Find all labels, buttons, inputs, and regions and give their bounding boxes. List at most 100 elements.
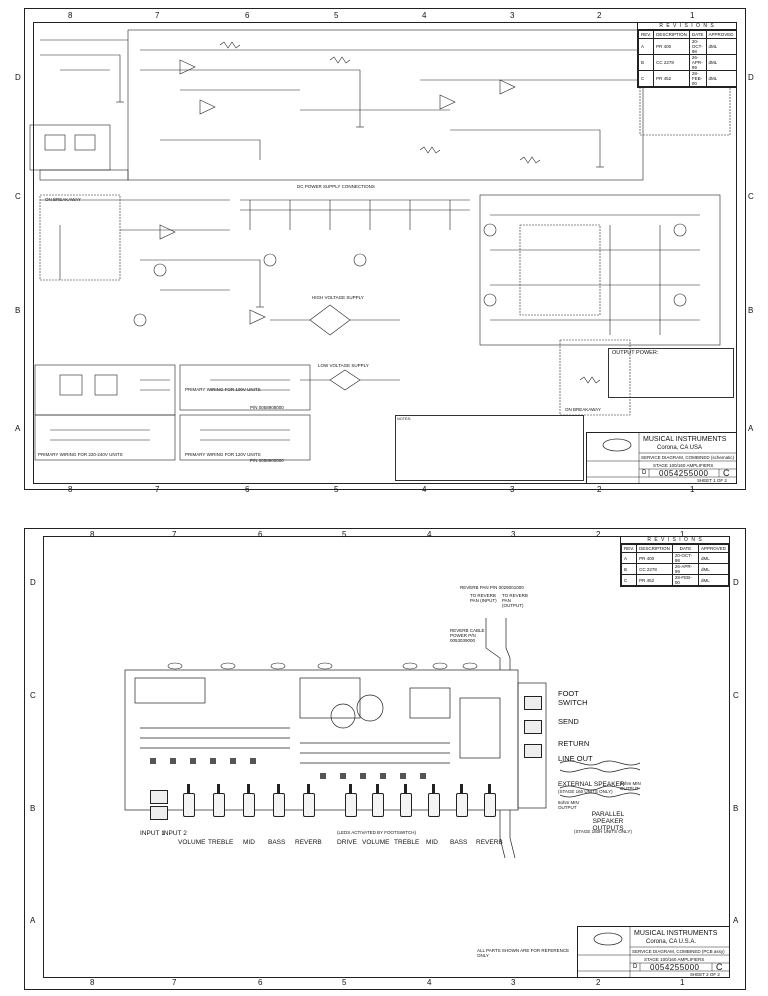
zone-letter: B — [733, 804, 739, 813]
rev-cell: PR 400 — [636, 552, 673, 564]
send-jack — [524, 720, 542, 734]
bass-pot — [456, 784, 468, 817]
rev-cell: 26-APR-99 — [688, 54, 707, 71]
zone-number: 4 — [422, 11, 427, 20]
product-name: STAGE 100/160 AMPLIFIERS — [653, 463, 714, 468]
notes-label: NOTES: — [397, 417, 412, 421]
rev-cell: dML — [705, 54, 737, 71]
zone-number: 2 — [596, 530, 601, 539]
zone-number: 5 — [334, 11, 339, 20]
zone-number: 6 — [245, 485, 250, 494]
part-number-label: P/N 0058908000 — [250, 405, 284, 410]
volume-pot — [372, 784, 384, 817]
diagram-description: SERVICE DIAGRAM, COMBINED (PCB assy) — [632, 949, 725, 954]
zone-letter: A — [15, 424, 21, 433]
zone-number: 2 — [597, 11, 602, 20]
primary-wiring-label: PRIMARY WIRING FOR 100V UNITS — [185, 387, 261, 392]
input-jack — [150, 790, 168, 804]
title-block-grid — [578, 927, 729, 977]
reverb-input-label: TO REVERB PAN (INPUT) — [470, 593, 497, 603]
schematic-sheet: 8 7 6 5 4 3 2 1 8 7 6 5 4 3 2 1 D C B A … — [15, 8, 754, 494]
notes-box: NOTES: — [395, 415, 584, 481]
output-power-label: OUTPUT POWER: — [612, 350, 659, 356]
mid-pot — [428, 784, 440, 817]
rev-header: DESCRIPTION — [653, 30, 690, 39]
diagram-description: SERVICE DIAGRAM, COMBINED (schematic) — [641, 455, 735, 460]
rev-cell: CC 2278 — [636, 563, 673, 575]
revisions-title: R E V I S I O N S — [621, 537, 729, 544]
zone-number: 1 — [690, 485, 695, 494]
company-name: MUSICAL INSTRUMENTS — [643, 436, 727, 443]
control-label: TREBLE — [208, 839, 234, 846]
drawing-rev: C — [716, 962, 723, 972]
zone-letter: C — [30, 691, 36, 700]
zone-number: 1 — [690, 11, 695, 20]
zone-number: 3 — [510, 485, 515, 494]
zone-number: 6 — [258, 978, 263, 987]
rev-cell: dML — [705, 70, 737, 87]
low-voltage-label: LOW VOLTAGE SUPPLY — [318, 363, 369, 368]
product-name: STAGE 100/160 AMPLIFIERS — [644, 957, 705, 962]
zone-number: 7 — [155, 11, 160, 20]
rev-cell: B — [637, 54, 655, 71]
zone-number: 3 — [511, 530, 516, 539]
zone-number: 7 — [155, 485, 160, 494]
zone-number: 1 — [680, 978, 685, 987]
zone-number: 4 — [422, 485, 427, 494]
drawing-size: D — [633, 964, 638, 970]
reverb-cable-label: REVERB CABLE POWER P/N 0053039000 — [450, 628, 485, 643]
zone-number: 3 — [511, 978, 516, 987]
sheet-number: SHEET 2 OF 2 — [690, 972, 720, 977]
rev-cell: 28-FEB-00 — [671, 574, 699, 586]
control-label: VOLUME — [362, 839, 390, 846]
control-label: MID — [426, 839, 438, 846]
primary-wiring-label: PRIMARY WIRING FOR 220-240V UNITS — [38, 452, 123, 457]
sheet-number: SHEET 1 OF 2 — [697, 478, 727, 483]
rev-cell: PR 452 — [636, 574, 673, 586]
part-number-label: P/N 0058900000 — [250, 458, 284, 463]
title-block: MUSICAL INSTRUMENTS Corona, CA U.S.A. SE… — [577, 926, 730, 978]
return-jack — [524, 744, 542, 758]
foot-switch-label: FOOT SWITCH — [558, 689, 588, 707]
input-jack — [150, 806, 168, 820]
line-out-label: LINE OUT — [558, 754, 593, 763]
rev-cell: C — [637, 70, 655, 87]
rev-cell: 28-FEB-00 — [688, 70, 707, 87]
control-label: TREBLE — [394, 839, 420, 846]
zone-number: 5 — [342, 978, 347, 987]
control-label: REVERB — [476, 839, 503, 846]
treble-pot — [213, 784, 225, 817]
control-label: BASS — [450, 839, 468, 846]
rev-cell: 20-OCT-98 — [688, 38, 707, 55]
table-row: C PR 452 28-FEB-00 dML — [620, 574, 730, 586]
rev-cell: B — [620, 563, 638, 575]
zone-number: 1 — [680, 530, 685, 539]
zone-number: 5 — [334, 485, 339, 494]
zone-letter: B — [30, 804, 36, 813]
parallel-note: (STAGE 160H UNITS ONLY) — [574, 829, 632, 834]
return-label: RETURN — [558, 739, 590, 748]
rev-cell: 20-OCT-98 — [671, 552, 699, 564]
zone-number: 8 — [68, 485, 73, 494]
rev-cell: dML — [697, 574, 730, 586]
zone-number: 5 — [342, 530, 347, 539]
treble-pot — [400, 784, 412, 817]
rev-cell: C — [620, 574, 638, 586]
rev-cell: dML — [697, 552, 730, 564]
zone-number: 2 — [596, 978, 601, 987]
reverb-pot — [303, 784, 315, 817]
drawing-rev: C — [723, 468, 730, 478]
zone-number: 7 — [172, 978, 177, 987]
drawing-number: 0054255000 — [659, 469, 709, 478]
pcb-drawing — [124, 618, 641, 859]
footnote: ALL PARTS SHOWN ARE FOR REFERENCE ONLY — [477, 948, 570, 958]
primary-wiring-label: PRIMARY WIRING FOR 120V UNITS — [185, 452, 261, 457]
zone-letter: A — [748, 424, 754, 433]
company-name: MUSICAL INSTRUMENTS — [634, 930, 718, 937]
reverb-pot — [484, 784, 496, 817]
rev-cell: dML — [705, 38, 737, 55]
drawing-border — [43, 536, 730, 978]
drawing-size: D — [642, 470, 647, 476]
zone-letter: D — [748, 73, 754, 82]
rev-cell: PR 400 — [653, 38, 690, 55]
